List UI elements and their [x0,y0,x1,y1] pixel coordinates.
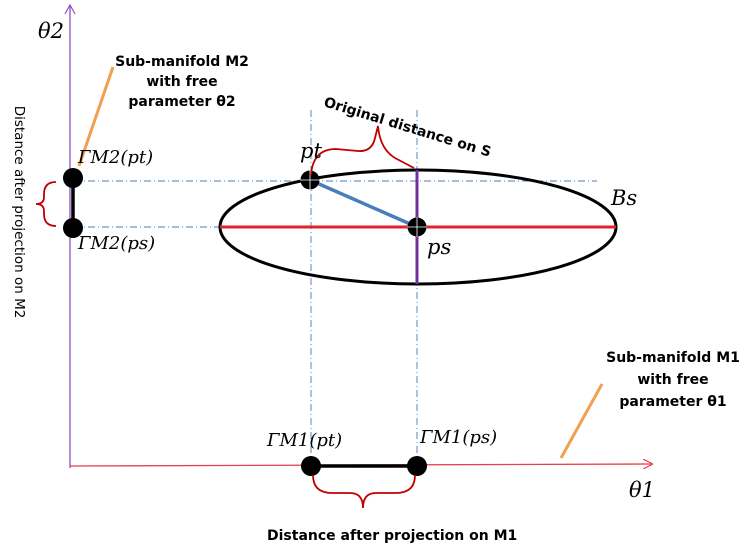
point-ps-label: ps [427,235,451,259]
theta1-axis-label: θ1 [629,478,655,502]
svg-text:parameter θ1: parameter θ1 [619,394,726,410]
projection-m2-pt-label: ΓM2(pt) [77,147,153,168]
svg-text:Sub-manifold M2: Sub-manifold M2 [115,54,249,70]
svg-text:parameter θ2: parameter θ2 [128,94,235,110]
projection-m1-ps-label: ΓM1(ps) [419,427,497,448]
theta2-axis-arrowhead [64,3,76,15]
ellipse-label: Bs [610,186,637,210]
projection-m1-ps-dot [407,456,427,476]
projection-m2-ps-dot [63,218,83,238]
distance-m2-label: Distance after projection on M2 [11,106,27,319]
theta2-axis-label: θ2 [38,19,64,43]
original-distance-segment [309,178,418,229]
svg-text:with free: with free [146,74,217,90]
point-ps [407,217,427,237]
brace-original-distance [310,125,415,176]
svg-text:with free: with free [637,372,708,388]
submanifold-m2-note: Sub-manifold M2 with free parameter θ2 [115,54,249,110]
callout-line-m1 [559,383,604,459]
brace-distance-m1 [312,474,416,509]
projection-m1-pt-dot [301,456,321,476]
point-pt [300,170,320,190]
projection-m1-pt-label: ΓM1(pt) [266,430,342,451]
distance-m1-label: Distance after projection on M1 [267,528,517,544]
brace-distance-m2 [35,181,57,227]
point-pt-label: pt [300,139,322,163]
projection-m2-pt-dot [63,168,83,188]
callout-line-m2 [77,66,115,167]
submanifold-m1-note: Sub-manifold M1 with free parameter θ1 [606,350,740,410]
projection-m2-ps-label: ΓM2(ps) [77,233,155,254]
svg-text:Sub-manifold M1: Sub-manifold M1 [606,350,740,366]
